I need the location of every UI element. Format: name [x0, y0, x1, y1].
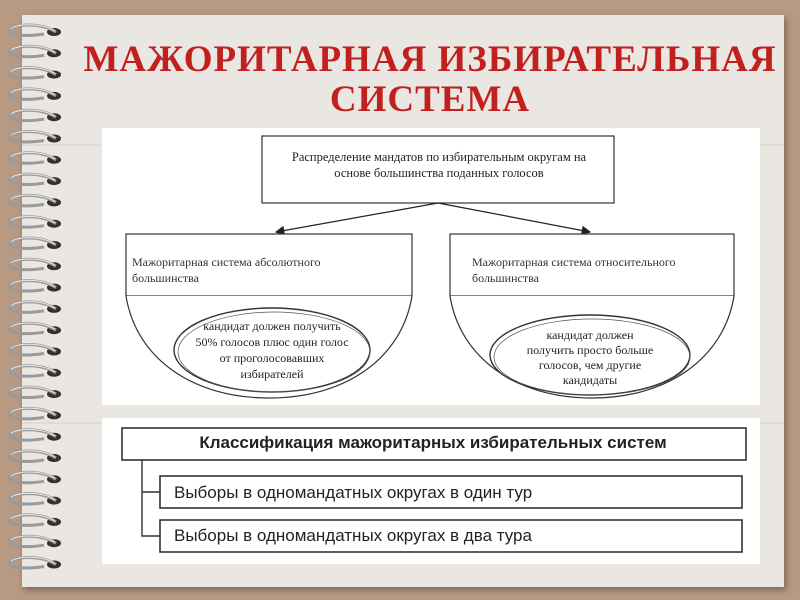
classification-panel: Классификация мажоритарных избирательных… [102, 418, 760, 564]
branch-left-label: Мажоритарная система абсолютного большин… [132, 254, 384, 286]
spiral-ring [8, 449, 61, 463]
branch-left-box [125, 233, 413, 297]
spiral-ring [8, 364, 61, 378]
branch-left-label-line-1: Мажоритарная система абсолютного [132, 255, 321, 269]
branch-right-label: Мажоритарная система относительного боль… [472, 254, 724, 286]
classification-connector [141, 460, 160, 537]
arrow-left [274, 202, 439, 236]
slide-title-line-1: МАЖОРИТАРНАЯ ИЗБИРАТЕЛЬНАЯ [83, 39, 777, 80]
spiral-ring [8, 66, 61, 80]
diagram-panel: Распределение мандатов по избирательным … [102, 128, 760, 405]
spiral-ring [8, 44, 61, 59]
rule-left-text: кандидат должен получить 50% голосов плю… [178, 318, 366, 382]
root-label: Распределение мандатов по избирательным … [264, 149, 614, 181]
slide-title-line-2: СИСТЕМА [329, 79, 531, 120]
rule-left-line-3: от проголосовавших [219, 351, 325, 365]
rule-left-line-2: 50% голосов плюс один голос [195, 335, 349, 349]
rule-left-line-4: избирателей [240, 367, 304, 381]
spiral-binding [8, 23, 61, 570]
spiral-ring [8, 130, 61, 144]
rule-right-line-3: голосов, чем другие [538, 358, 642, 372]
arrow-right [437, 202, 592, 236]
spiral-ring [8, 470, 61, 485]
rule-right-line-1: кандидат должен [546, 328, 634, 342]
rule-right-line-4: кандидаты [562, 373, 618, 387]
spiral-ring [8, 87, 61, 101]
spiral-ring [8, 513, 61, 527]
classification-title: Классификация мажоритарных избирательных… [199, 433, 667, 452]
spiral-ring [8, 406, 61, 421]
spiral-ring [8, 23, 61, 37]
spiral-ring [8, 257, 61, 272]
spiral-ring [8, 215, 61, 229]
branch-right-label-line-2: большинства [472, 271, 539, 285]
spiral-ring [8, 279, 61, 293]
spiral-ring [8, 428, 61, 442]
spiral-ring [8, 236, 61, 250]
root-label-line-1: Распределение мандатов по избирательным … [291, 150, 587, 164]
spiral-ring [8, 108, 61, 123]
spiral-ring [8, 172, 61, 186]
diagram-shapes [125, 135, 735, 399]
classification-item-2: Выборы в одномандатных округах в два тур… [174, 526, 532, 545]
spiral-ring [8, 385, 61, 399]
rule-left-line-1: кандидат должен получить [203, 319, 341, 333]
classification-title-box [121, 427, 747, 461]
slide-title: МАЖОРИТАРНАЯ ИЗБИРАТЕЛЬНАЯ СИСТЕМА [80, 40, 780, 120]
root-box [261, 135, 615, 204]
classification-item-1-box [159, 475, 743, 509]
classification-shapes [121, 427, 747, 553]
spiral-ring [8, 151, 61, 165]
spiral-ring [8, 321, 61, 336]
classification-item-1: Выборы в одномандатных округах в один ту… [174, 483, 533, 502]
spiral-ring [8, 534, 61, 549]
spiral-ring [8, 556, 61, 570]
spiral-ring [8, 300, 61, 314]
rule-right-line-2: получить просто больше [526, 343, 654, 357]
classification-item-2-box [159, 519, 743, 553]
root-label-line-2: основе большинства поданных голосов [334, 166, 544, 180]
spiral-ring [8, 193, 61, 208]
spiral-ring [8, 343, 61, 357]
spiral-ring [8, 492, 61, 506]
branch-right-label-line-1: Мажоритарная система относительного [472, 255, 676, 269]
rule-right-text: кандидат должен получить просто больше г… [500, 328, 680, 388]
branch-left-label-line-2: большинства [132, 271, 199, 285]
